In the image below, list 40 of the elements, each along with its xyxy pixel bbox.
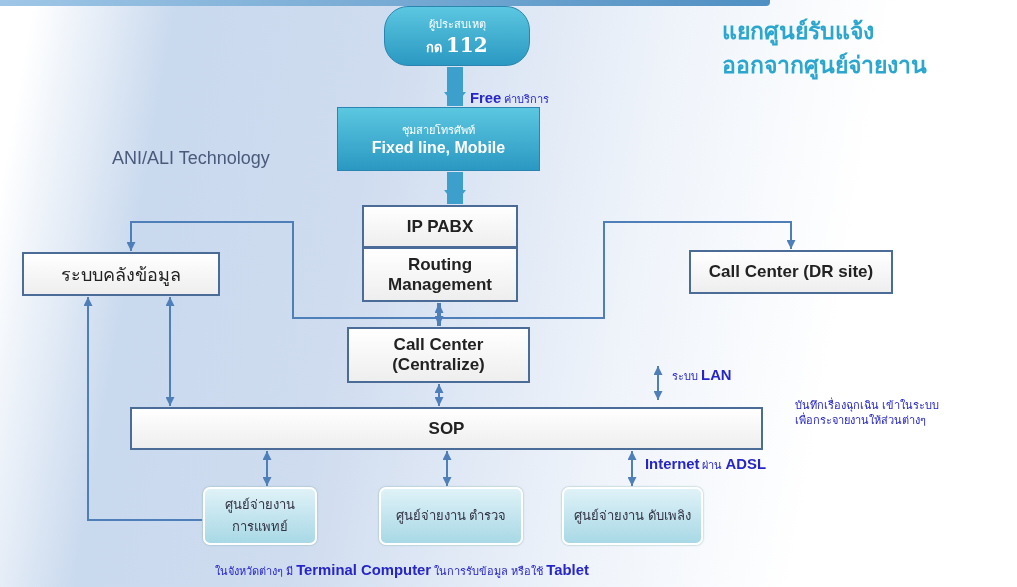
node-label: Fixed line, Mobile: [371, 139, 506, 157]
arrow: [83, 296, 203, 521]
dispatch-box: [562, 487, 703, 545]
block-arrow: [444, 172, 466, 204]
process-box: [347, 327, 530, 383]
technology-label: ANI/ALI Technology: [112, 148, 270, 169]
database-box: [22, 252, 220, 296]
process-box: [362, 205, 518, 248]
footnote-text: ในจังหวัดต่างๆ มี Terminal Computer ในการรับข้อมูล หรือใช้ Tablet: [215, 562, 589, 580]
heading-text: แยกศูนย์รับแจ้ง ออกจากศูนย์จ่ายงาน: [722, 17, 928, 82]
node-label: ผู้ประสบเหตุ: [428, 16, 486, 33]
node-label: ศูนย์จ่ายงาน การแพทย์: [224, 496, 296, 536]
block-arrow: [444, 67, 466, 106]
process-box: [689, 250, 893, 294]
node-label: IP PABX: [406, 216, 474, 237]
arrow: [627, 450, 637, 487]
network-label: ระบบ LAN: [672, 367, 732, 385]
node-label: กด 112: [426, 32, 488, 58]
process-box: [337, 107, 540, 171]
process-box: [362, 247, 518, 302]
edge-label: Internet ผ่าน ADSL: [645, 456, 766, 474]
node-label: SOP: [428, 418, 465, 439]
node-label: ชุมสายโทรศัพท์: [402, 123, 475, 139]
arrow: [262, 450, 272, 487]
node-label: ศูนย์จ่ายงาน ดับเพลิง: [574, 507, 691, 526]
edge-label: Free ค่าบริการ: [470, 90, 550, 108]
dispatch-box: [203, 487, 317, 545]
note-text: บันทึกเรื่องฉุกเฉิน เข้าในระบบ เพื่อกระจายงานให้ส่วนต่างๆ: [795, 398, 941, 428]
arrow: [434, 303, 444, 326]
dispatch-box: [379, 487, 523, 545]
node-label: Call Center (Centralize): [391, 335, 486, 375]
node-label: ศูนย์จ่ายงาน ตำรวจ: [395, 507, 507, 526]
node-label: ระบบคลังข้อมูล: [61, 263, 181, 288]
node-label: Routing Management: [387, 254, 493, 295]
start-pill: [384, 6, 530, 66]
node-label: Call Center (DR site): [708, 262, 874, 282]
arrow: [442, 450, 452, 487]
arrow: [165, 296, 175, 407]
system-bar: [130, 407, 763, 450]
arrow: [434, 383, 444, 407]
